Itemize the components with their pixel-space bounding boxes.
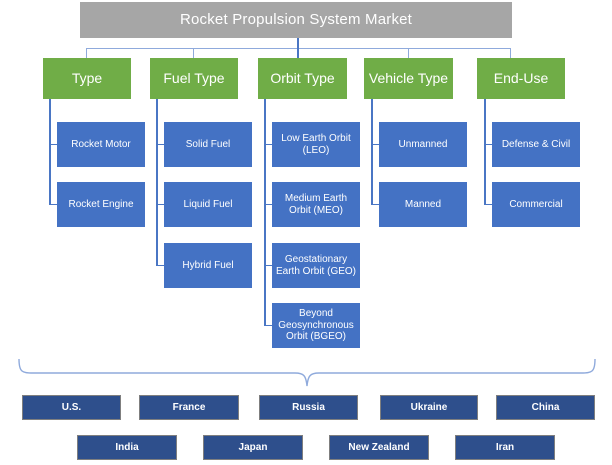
sub-box-beyond-geosynchronous-orbit[interactable]: Beyond Geosynchronous Orbit (BGEO) bbox=[272, 303, 360, 348]
category-box-orbit-type[interactable]: Orbit Type bbox=[258, 58, 347, 99]
sub-box-medium-earth-orbit[interactable]: Medium Earth Orbit (MEO) bbox=[272, 182, 360, 227]
spine-end-use bbox=[484, 99, 486, 205]
stub-fuel-solid bbox=[158, 144, 168, 145]
category-drop-vehicle-type bbox=[408, 48, 409, 58]
sub-box-unmanned[interactable]: Unmanned bbox=[379, 122, 467, 167]
country-box-russia[interactable]: Russia bbox=[259, 395, 358, 420]
sub-box-rocket-engine[interactable]: Rocket Engine bbox=[57, 182, 145, 227]
category-box-vehicle-type[interactable]: Vehicle Type bbox=[364, 58, 453, 99]
stub-orbit-geo bbox=[266, 265, 276, 266]
stub-type-rocket-engine bbox=[51, 204, 61, 205]
stub-vehicle-manned bbox=[373, 204, 383, 205]
sub-box-rocket-motor[interactable]: Rocket Motor bbox=[57, 122, 145, 167]
category-drop-end-use bbox=[510, 48, 511, 58]
stub-orbit-bgeo bbox=[266, 325, 276, 326]
spine-fuel-type bbox=[156, 99, 158, 266]
stub-type-rocket-motor bbox=[51, 144, 61, 145]
category-drop-orbit-type bbox=[297, 48, 299, 58]
country-box-ukraine[interactable]: Ukraine bbox=[380, 395, 478, 420]
country-box-china[interactable]: China bbox=[496, 395, 595, 420]
sub-box-hybrid-fuel[interactable]: Hybrid Fuel bbox=[164, 243, 252, 288]
category-box-fuel-type[interactable]: Fuel Type bbox=[150, 58, 238, 99]
stub-fuel-liquid bbox=[158, 204, 168, 205]
sub-box-manned[interactable]: Manned bbox=[379, 182, 467, 227]
stub-orbit-meo bbox=[266, 204, 276, 205]
country-box-iran[interactable]: Iran bbox=[455, 435, 555, 460]
country-box-india[interactable]: India bbox=[77, 435, 177, 460]
sub-box-geostationary-earth-orbit[interactable]: Geostationary Earth Orbit (GEO) bbox=[272, 243, 360, 288]
country-box-new-zealand[interactable]: New Zealand bbox=[329, 435, 429, 460]
spine-orbit-type bbox=[264, 99, 266, 326]
trunk-connector-vertical bbox=[297, 38, 299, 49]
sub-box-commercial[interactable]: Commercial bbox=[492, 182, 580, 227]
category-box-type[interactable]: Type bbox=[43, 58, 131, 99]
sub-box-liquid-fuel[interactable]: Liquid Fuel bbox=[164, 182, 252, 227]
stub-fuel-hybrid bbox=[158, 265, 168, 266]
category-drop-fuel-type bbox=[193, 48, 194, 58]
category-box-end-use[interactable]: End-Use bbox=[477, 58, 565, 99]
stub-end-use-defense bbox=[486, 144, 496, 145]
stub-orbit-leo bbox=[266, 144, 276, 145]
sub-box-low-earth-orbit[interactable]: Low Earth Orbit (LEO) bbox=[272, 122, 360, 167]
country-box-france[interactable]: France bbox=[139, 395, 239, 420]
country-box-us[interactable]: U.S. bbox=[22, 395, 121, 420]
stub-end-use-commercial bbox=[486, 204, 496, 205]
spine-type bbox=[49, 99, 51, 205]
sub-box-defense-and-civil[interactable]: Defense & Civil bbox=[492, 122, 580, 167]
spine-vehicle-type bbox=[371, 99, 373, 205]
diagram-title-box: Rocket Propulsion System Market bbox=[80, 2, 512, 38]
stub-vehicle-unmanned bbox=[373, 144, 383, 145]
country-box-japan[interactable]: Japan bbox=[203, 435, 303, 460]
category-drop-type bbox=[86, 48, 87, 58]
sub-box-solid-fuel[interactable]: Solid Fuel bbox=[164, 122, 252, 167]
